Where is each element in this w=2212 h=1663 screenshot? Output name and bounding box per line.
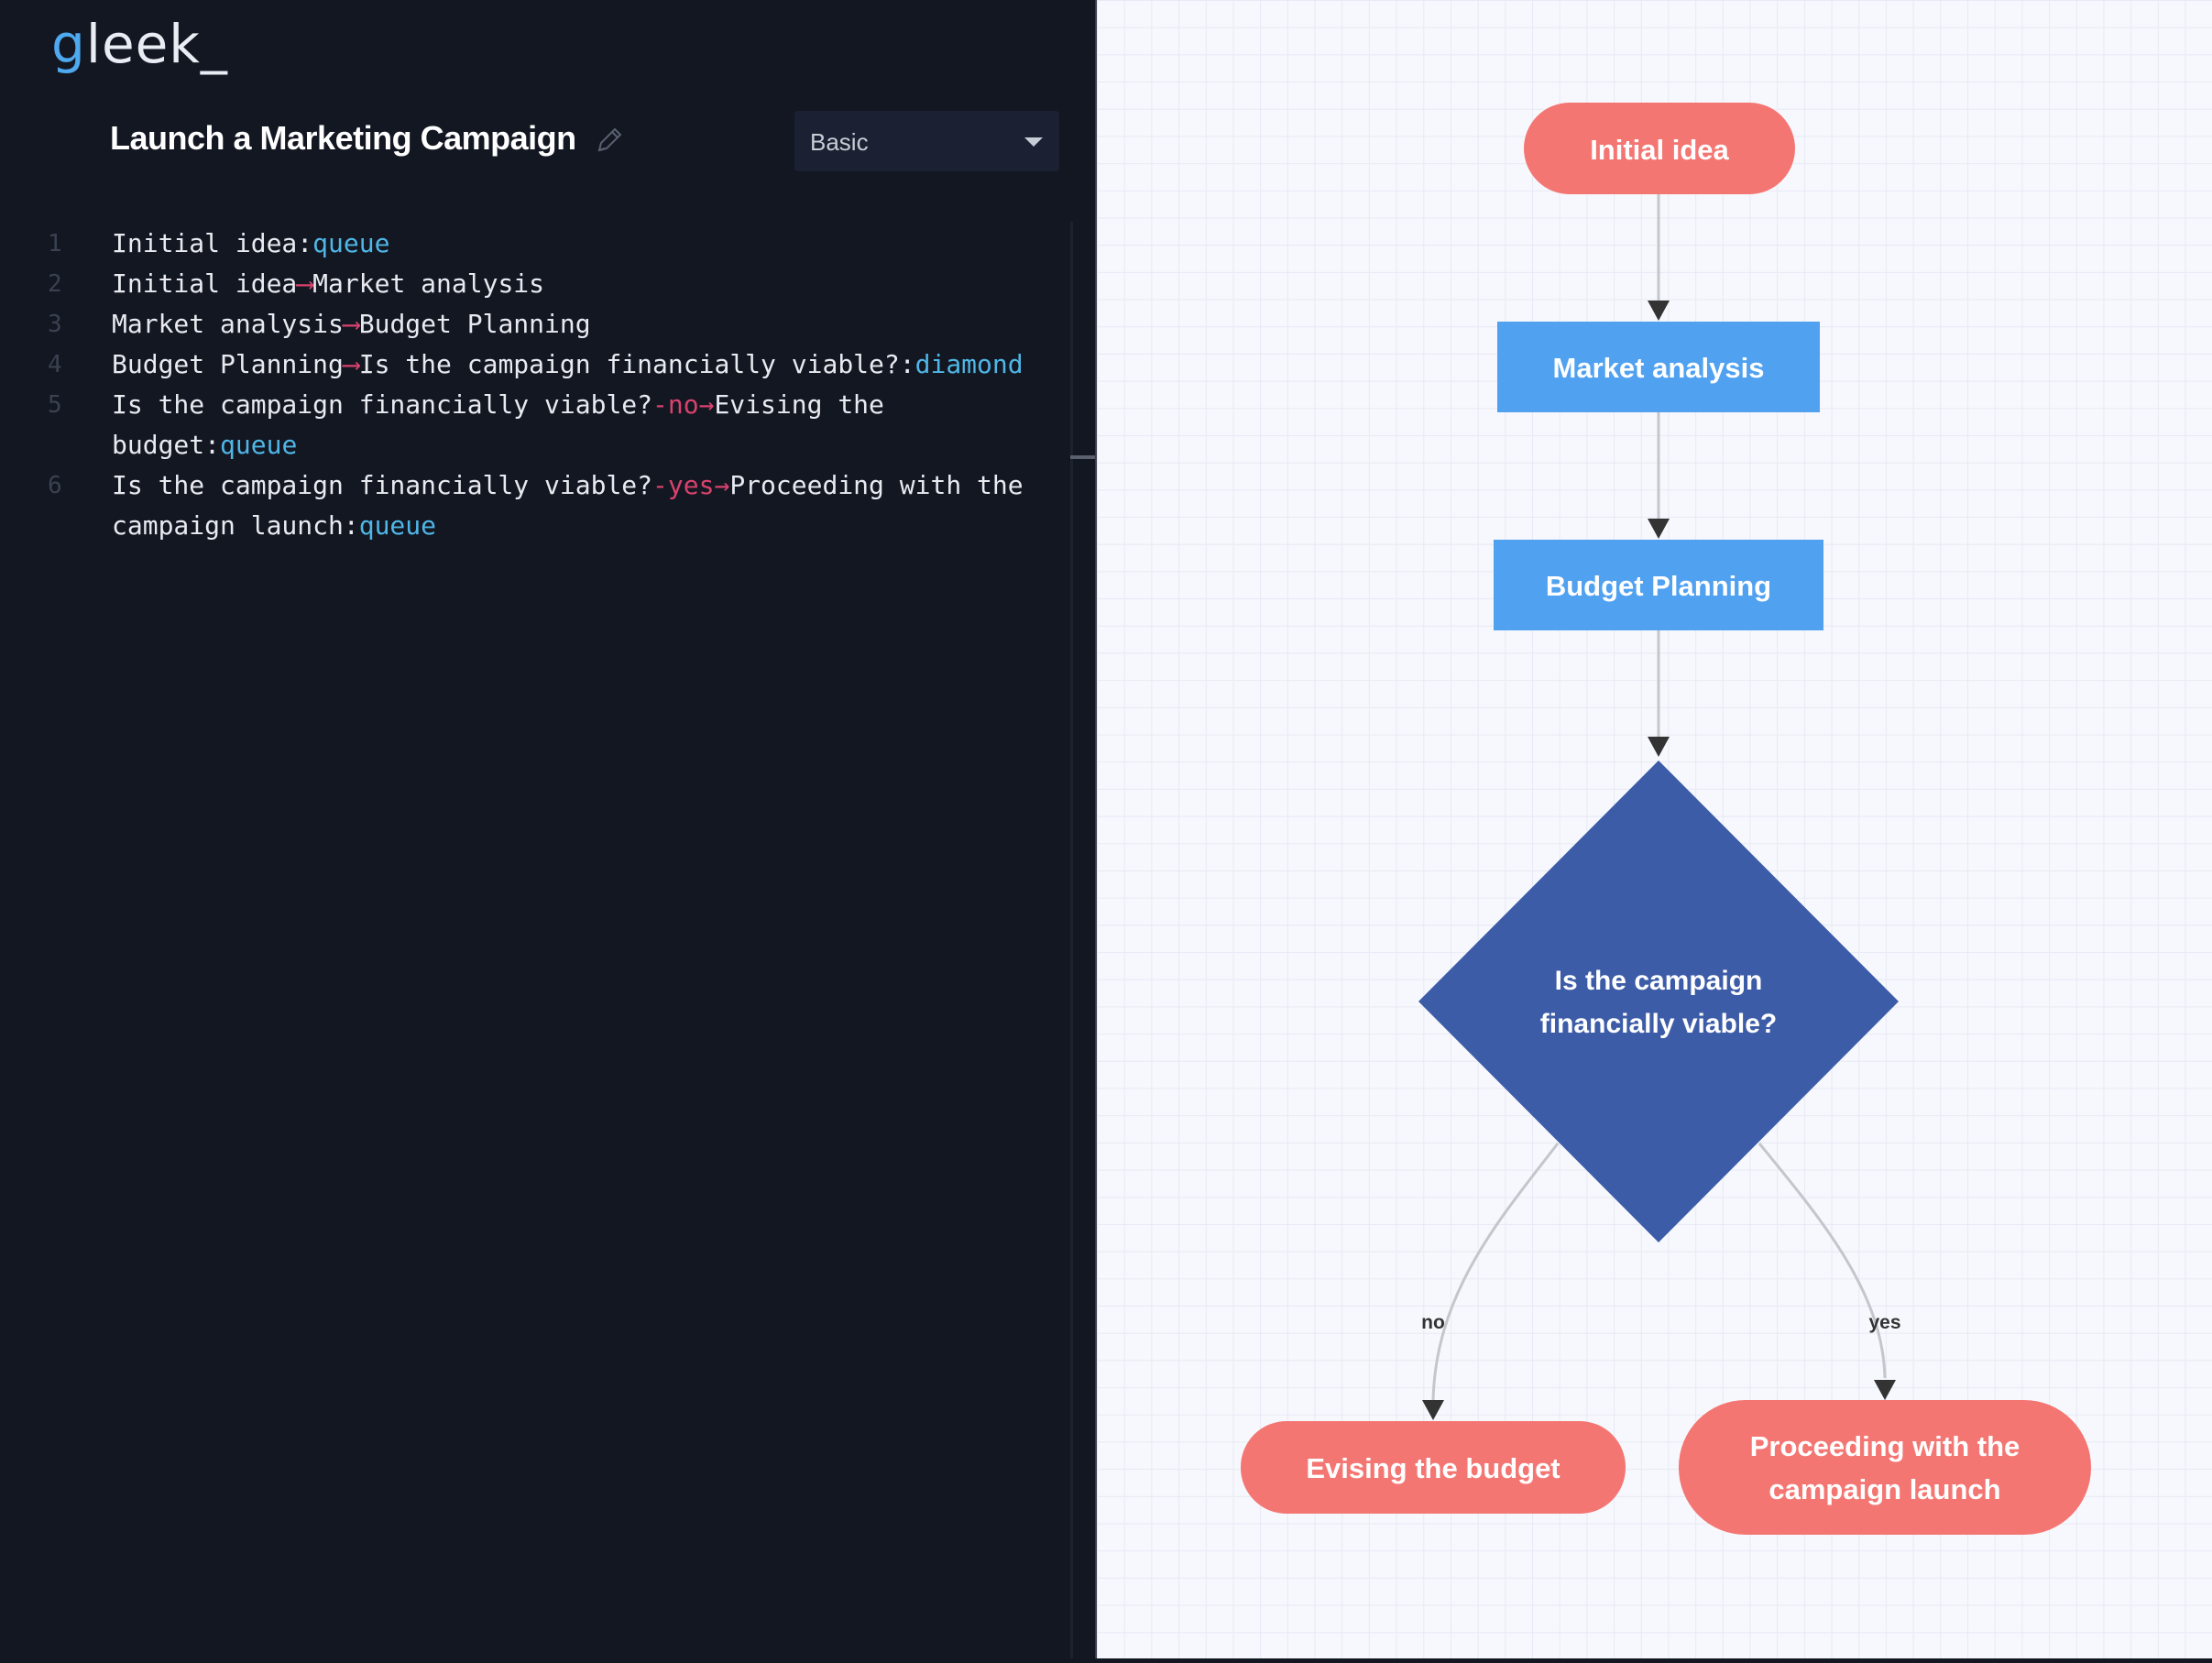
code-token: Budget Planning — [358, 309, 591, 339]
edge-decision-to-proceeding — [1758, 1143, 1887, 1379]
node-budget-planning[interactable] — [1494, 540, 1823, 630]
code-line-text: Is the campaign financially viable?-yes→… — [112, 465, 1074, 546]
code-line[interactable]: 4 Budget Planning⟶Is the campaign financi… — [0, 345, 1072, 385]
connector-arrow: -no→ — [652, 389, 715, 420]
code-line[interactable]: 1 Initial idea:queue — [0, 224, 1072, 264]
line-number: 5 — [48, 391, 62, 419]
editor-panel: gleek_ Launch a Marketing Campaign Basic… — [0, 0, 1097, 1658]
code-line-text: Is the campaign financially viable?-no→E… — [112, 385, 1074, 465]
node-evising-budget[interactable] — [1241, 1421, 1626, 1514]
code-line-text: Budget Planning⟶Is the campaign financia… — [112, 345, 1074, 385]
shape-keyword: queue — [220, 430, 298, 460]
code-token: Is the campaign financially viable? — [112, 470, 653, 500]
code-line[interactable]: 5 Is the campaign financially viable?-no→… — [0, 385, 1072, 465]
connector-arrow: -yes→ — [652, 470, 730, 500]
arrowhead-market — [1648, 301, 1670, 321]
code-token: Market analysis — [112, 309, 344, 339]
code-token: Market analysis — [312, 268, 545, 299]
code-token: Initial idea — [112, 268, 298, 299]
arrowhead-budget — [1648, 519, 1670, 539]
line-number: 1 — [48, 230, 62, 257]
style-select[interactable]: Basic — [794, 111, 1059, 171]
style-select-value: Basic — [810, 128, 869, 156]
editor-scrollbar-thumb[interactable] — [1070, 455, 1096, 459]
node-budget-planning-label: Budget Planning — [1546, 570, 1771, 602]
node-evising-budget-label: Evising the budget — [1306, 1452, 1560, 1484]
code-line[interactable]: 6 Is the campaign financially viable?-yes… — [0, 465, 1072, 546]
arrowhead-decision — [1648, 737, 1670, 757]
connector-arrow: ⟶ — [297, 268, 313, 299]
edit-title-pencil-icon[interactable] — [594, 125, 625, 156]
connector-arrow: ⟶ — [343, 349, 359, 379]
line-number: 4 — [48, 351, 62, 378]
code-line-text: Initial idea:queue — [112, 224, 1074, 264]
code-token: Is the campaign financially viable? — [112, 389, 653, 420]
chevron-down-icon — [1024, 137, 1043, 147]
flowchart: no yes Initial idea Market analysis Budg… — [1241, 103, 2091, 1535]
code-token: Proceeding with the campaign launch: — [112, 470, 1039, 541]
edge-label-yes: yes — [1868, 1312, 1900, 1333]
line-number: 2 — [48, 270, 62, 298]
node-proceeding-label-line2: campaign launch — [1769, 1473, 2000, 1505]
code-token: Budget Planning — [112, 349, 344, 379]
node-decision-label-line1: Is the campaign — [1555, 966, 1763, 996]
shape-keyword: queue — [312, 228, 390, 258]
edge-label-no: no — [1421, 1312, 1445, 1333]
connector-arrow: ⟶ — [343, 309, 359, 339]
gleek-logo[interactable]: gleek_ — [51, 13, 228, 75]
diagram-canvas[interactable]: no yes Initial idea Market analysis Budg… — [1097, 0, 2212, 1658]
node-initial-idea[interactable] — [1524, 103, 1795, 194]
node-market-analysis-label: Market analysis — [1553, 352, 1765, 384]
node-proceeding[interactable] — [1679, 1400, 2091, 1535]
line-number: 6 — [48, 472, 62, 499]
diagram-title[interactable]: Launch a Marketing Campaign — [110, 119, 576, 157]
panel-divider[interactable] — [1095, 0, 1097, 1658]
code-line[interactable]: 3 Market analysis⟶Budget Planning — [0, 304, 1072, 345]
node-proceeding-label-line1: Proceeding with the — [1750, 1430, 2020, 1462]
arrowhead-evising — [1422, 1400, 1444, 1420]
code-line-text: Market analysis⟶Budget Planning — [112, 304, 1074, 345]
code-line-text: Initial idea⟶Market analysis — [112, 264, 1074, 304]
code-token: Evising the budget: — [112, 389, 900, 460]
node-decision[interactable] — [1418, 760, 1899, 1242]
shape-keyword: diamond — [914, 349, 1024, 379]
shape-keyword: queue — [358, 510, 437, 541]
node-initial-idea-label: Initial idea — [1590, 134, 1729, 166]
arrowhead-proceeding — [1874, 1380, 1896, 1400]
code-token: Is the campaign financially viable?: — [358, 349, 915, 379]
node-market-analysis[interactable] — [1497, 322, 1820, 412]
code-token: Initial idea: — [112, 228, 313, 258]
node-decision-label-line2: financially viable? — [1540, 1009, 1777, 1039]
edge-decision-to-evising — [1431, 1143, 1560, 1401]
code-line[interactable]: 2 Initial idea⟶Market analysis — [0, 264, 1072, 304]
editor-scrollbar-track[interactable] — [1070, 222, 1073, 1658]
line-number: 3 — [48, 311, 62, 338]
